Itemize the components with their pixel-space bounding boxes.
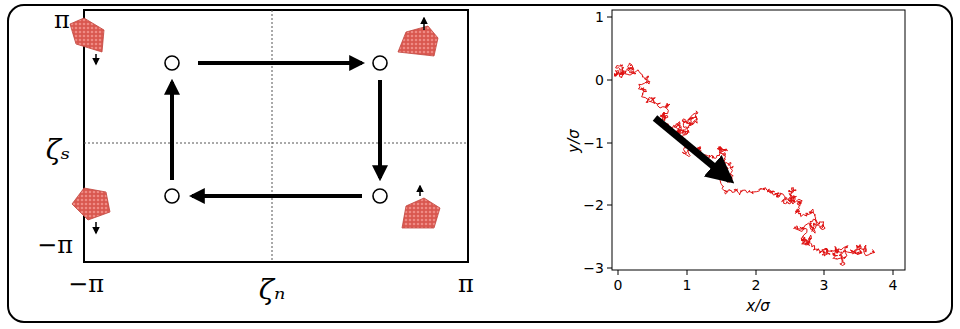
axis-ticks: [607, 17, 893, 275]
tick-label: −3: [583, 261, 604, 275]
tick-label: 1: [683, 278, 692, 292]
tick-label: 1: [595, 10, 604, 24]
drift-arrow: [655, 118, 730, 180]
cycle-arrows: [172, 63, 380, 196]
axis-title: x/σ: [746, 299, 769, 314]
outer-frame: [8, 5, 952, 322]
axis-tick-label: −π: [37, 233, 73, 257]
state-circles: [165, 56, 387, 203]
tick-label: 2: [752, 278, 761, 292]
axis-title: ζₛ: [46, 136, 71, 164]
random-walk-trajectory: [615, 63, 875, 265]
tick-label: 0: [595, 73, 604, 87]
tick-label: 3: [820, 278, 829, 292]
center-line: [84, 143, 468, 144]
pyramid-icons: [70, 18, 440, 233]
axis-tick-label: π: [458, 272, 474, 296]
center-line: [272, 10, 273, 262]
tick-label: −2: [583, 198, 604, 212]
tick-label: 0: [614, 278, 623, 292]
trajectory-plot-frame: [612, 10, 905, 270]
phase-plot-frame: [84, 10, 468, 262]
tick-label: −1: [583, 136, 604, 150]
tick-label: 4: [889, 278, 898, 292]
axis-title: ζₙ: [259, 276, 286, 304]
axis-title: y/σ: [567, 129, 582, 152]
axis-tick-label: π: [54, 8, 70, 32]
axis-tick-label: −π: [68, 272, 104, 296]
